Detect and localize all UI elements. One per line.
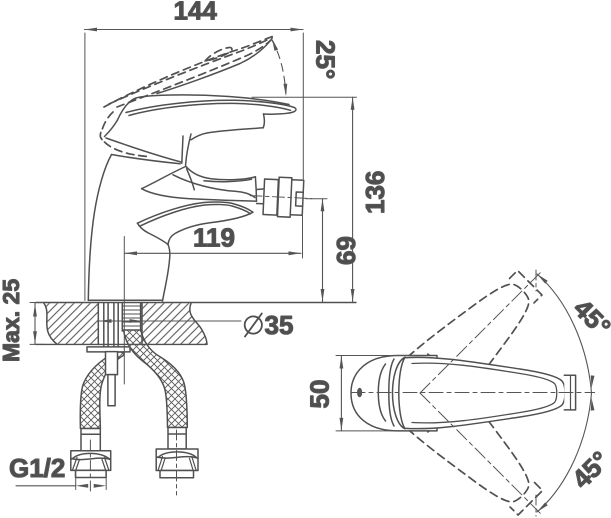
svg-text:45°: 45° — [568, 293, 611, 342]
svg-text:45°: 45° — [566, 445, 611, 494]
svg-text:50: 50 — [305, 380, 335, 409]
svg-text:144: 144 — [174, 0, 218, 26]
svg-text:Max. 25: Max. 25 — [0, 279, 24, 362]
svg-text:69: 69 — [331, 236, 361, 265]
svg-text:136: 136 — [360, 171, 390, 214]
svg-text:G1/2: G1/2 — [9, 453, 65, 483]
svg-text:119: 119 — [193, 223, 235, 253]
svg-text:25°: 25° — [311, 40, 341, 79]
svg-text:35: 35 — [265, 310, 294, 340]
